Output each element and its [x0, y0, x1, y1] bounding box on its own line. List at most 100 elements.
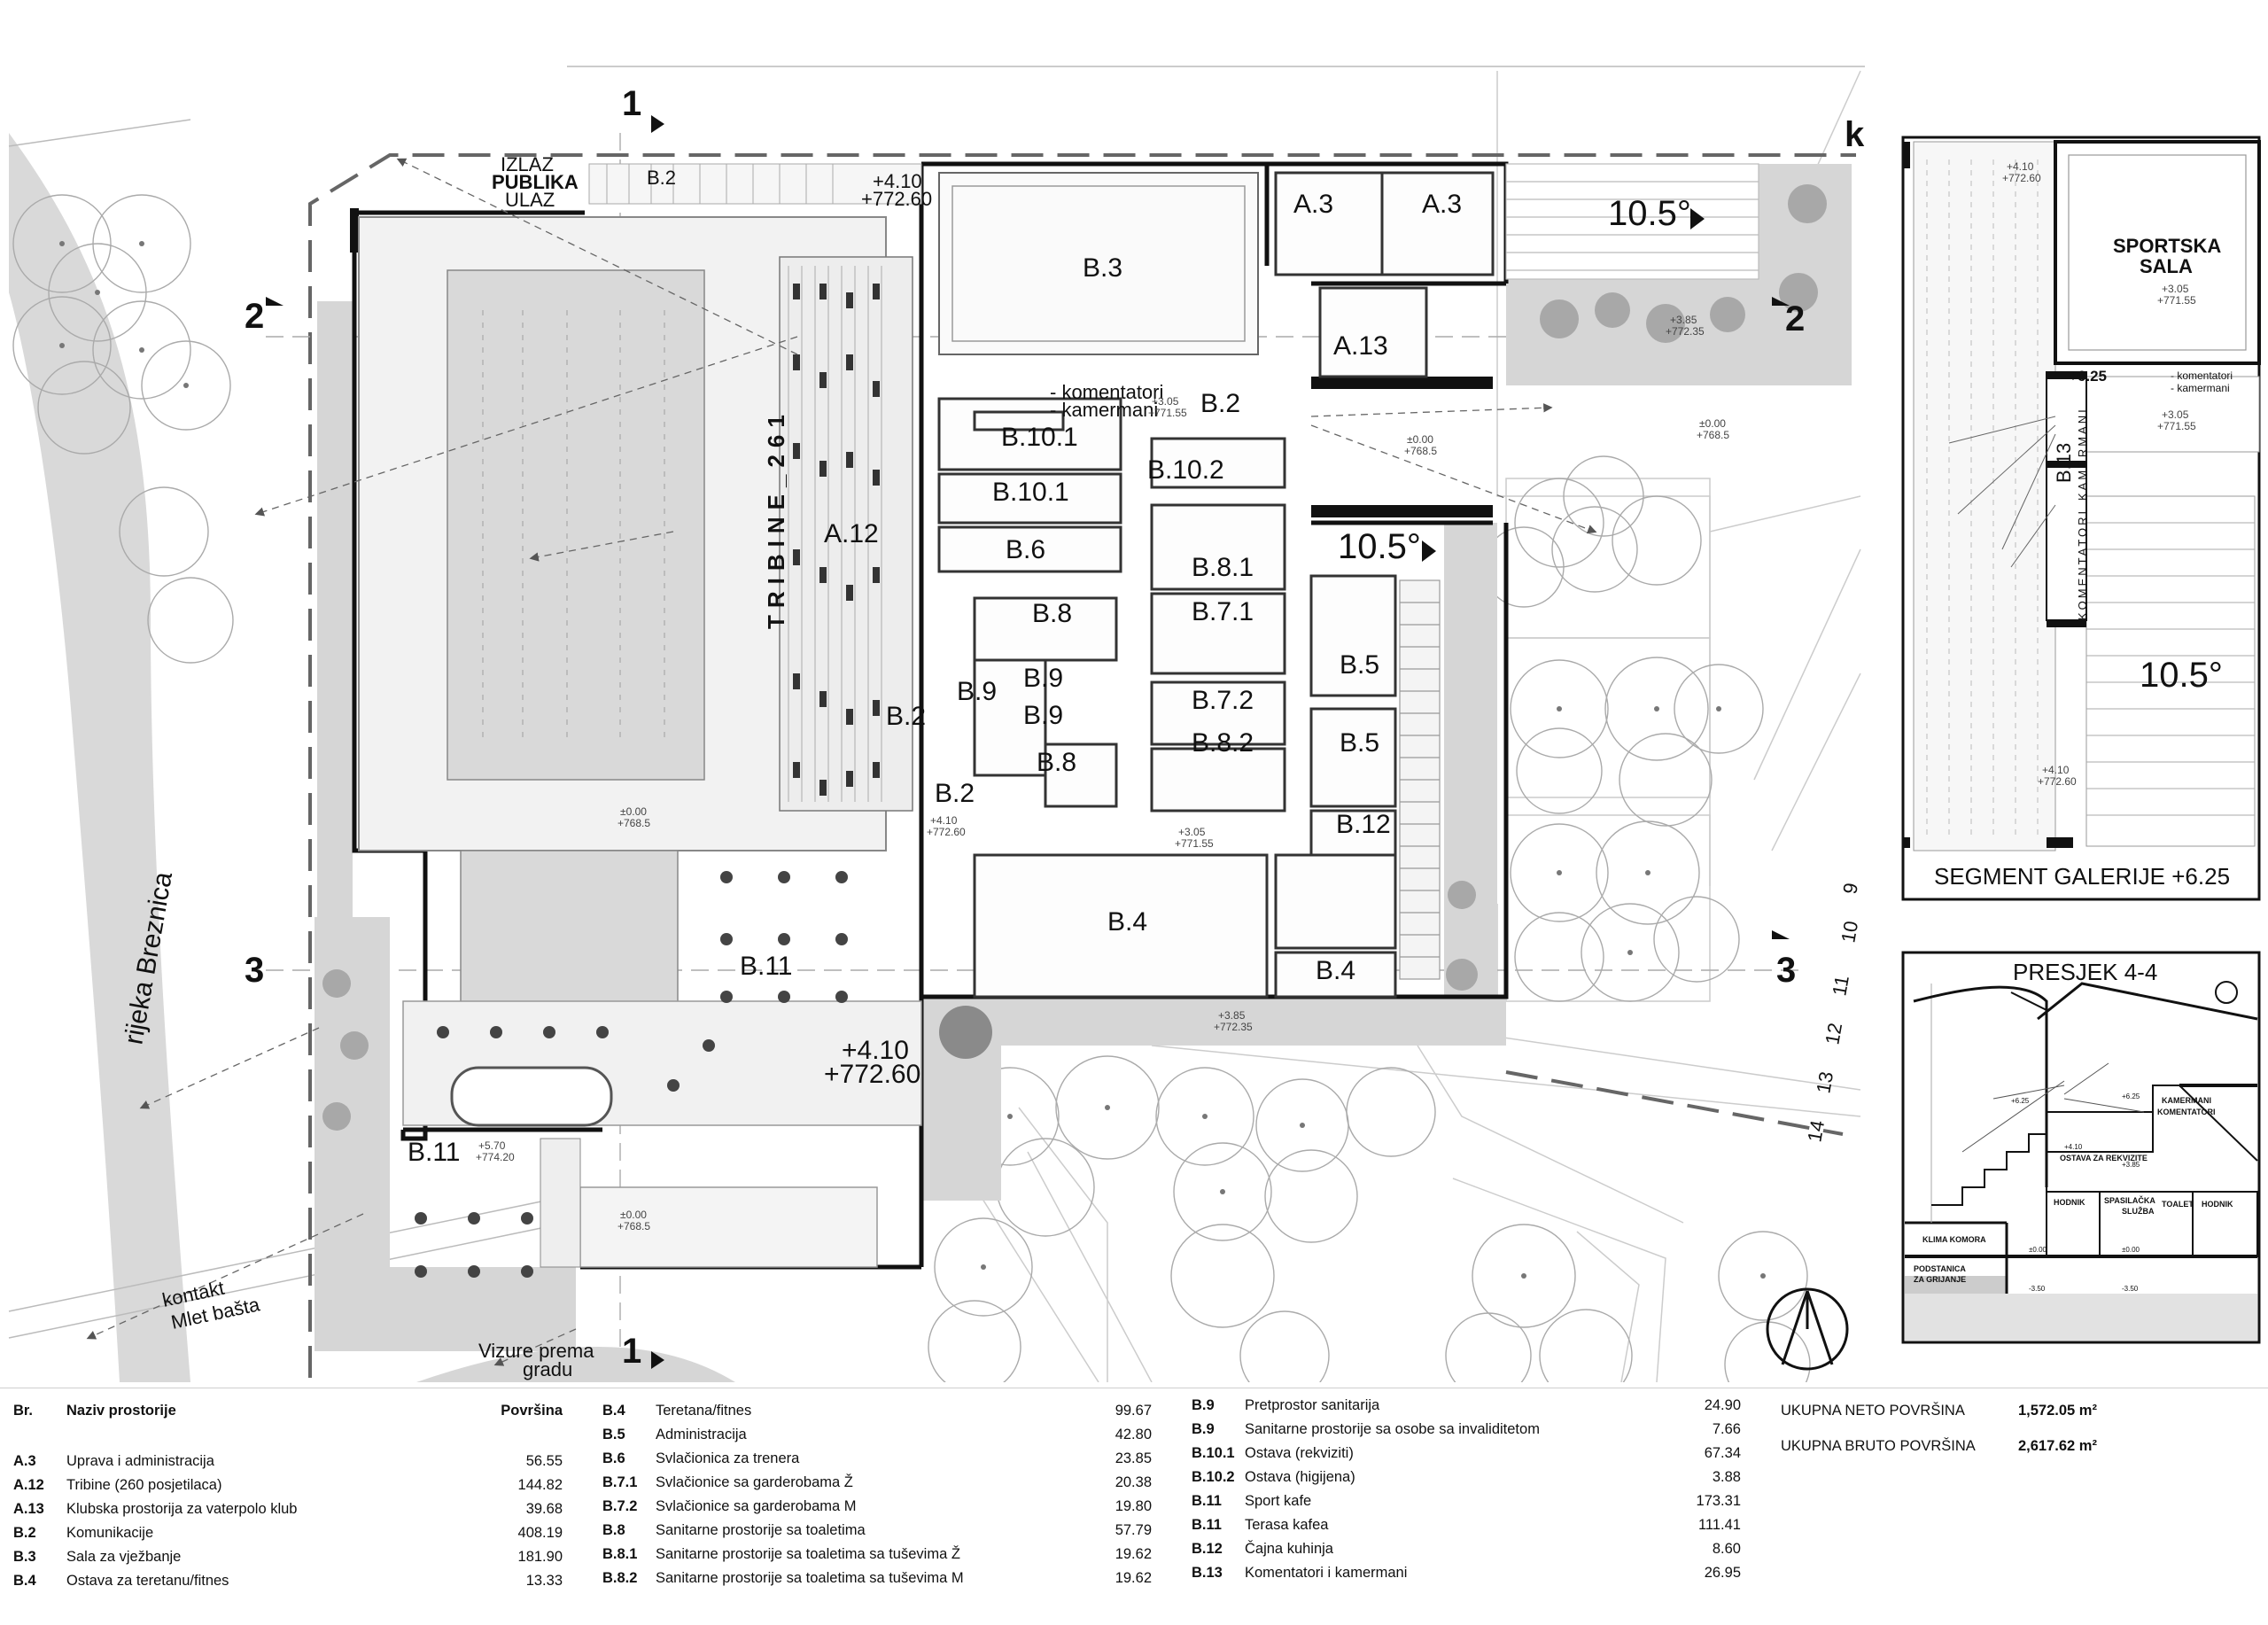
room-b8-top: B.8: [1032, 599, 1072, 628]
plan-text: 1 1 2 2 3 3 k IZLAZ PUBLIKA ULAZ 10.5° 1…: [119, 84, 1865, 1380]
gallery-lv-b1: +3.05: [2162, 283, 2189, 295]
room-b11-low: B.11: [408, 1138, 461, 1167]
level-10b: +772.60: [824, 1060, 920, 1089]
level-9a: +3.85: [1218, 1009, 1246, 1022]
north-arrow-icon: [1766, 1287, 1849, 1371]
section-3-left: 3: [245, 951, 264, 990]
header-area: Površina: [501, 1403, 563, 1419]
room-b6: B.6: [1006, 535, 1045, 564]
section-room-grijanje: ZA GRIJANJE: [1914, 1275, 1966, 1284]
level-7b: +772.60: [927, 826, 966, 838]
tribune-label: TRIBINE_261: [763, 408, 789, 629]
gross-area-row: UKUPNA BRUTO POVRŠINA 2,617.62 m²: [1781, 1438, 2241, 1459]
room-a3-b: A.3: [1422, 190, 1462, 219]
level-10a: +4.10: [842, 1036, 909, 1065]
section-inset: PRESJEK 4-4 KAMERMANI KOMENTATORI OSTAVA…: [1901, 951, 2261, 1344]
grid-11: 11: [1828, 974, 1853, 998]
level-6b: +768.5: [617, 817, 650, 829]
level-6a: ±0.00: [620, 805, 647, 818]
section-level-f: ±0.00: [2122, 1246, 2140, 1254]
level-5a: ±0.00: [1699, 417, 1726, 430]
section-room-spasilacka: SPASILAČKA: [2104, 1195, 2155, 1205]
level-11a: +5.70: [478, 1139, 506, 1152]
grid-14: 14: [1803, 1118, 1829, 1143]
stair-block: [540, 1138, 581, 1268]
section-room-komentatori: KOMENTATORI: [2157, 1108, 2216, 1116]
ramp-lines: [1399, 579, 1441, 980]
river-shape: [9, 133, 190, 1382]
trees: [12, 194, 1811, 1382]
gallery-lv-d2: +772.60: [2038, 775, 2077, 788]
section-room-hodnik-b: HODNIK: [2202, 1200, 2233, 1209]
section-level-c: +4.10: [2064, 1143, 2083, 1151]
section-level-e: ±0.00: [2029, 1246, 2047, 1254]
grid-10: 10: [1837, 919, 1862, 944]
room-b9-b: B.9: [957, 677, 997, 706]
level-3a: +3.85: [1670, 314, 1697, 326]
section-level-b: +6.25: [2011, 1097, 2030, 1105]
site-boundary: [308, 153, 1856, 1378]
marker-k: k: [1845, 115, 1865, 154]
room-a3-a: A.3: [1293, 190, 1333, 219]
gallery-b13: B.13: [2053, 443, 2075, 483]
kamermani-small: - kamermani: [1050, 399, 1158, 421]
gallery-level: +6.25: [2069, 368, 2107, 385]
room-b8-bot: B.8: [1037, 748, 1076, 777]
gross-area-label: UKUPNA BRUTO POVRŠINA: [1781, 1438, 1976, 1454]
room-b7-2: B.7.2: [1192, 686, 1254, 715]
vista-label-1: Vizure prema: [478, 1340, 594, 1362]
grid-12: 12: [1821, 1021, 1846, 1046]
gallery-lv-c1: +3.05: [2162, 408, 2189, 421]
gallery-lv-a2: +772.60: [2002, 172, 2041, 184]
section-level-d: +3.85: [2122, 1161, 2140, 1169]
grid-9: 9: [1838, 881, 1862, 895]
level-8a: +3.05: [1178, 826, 1206, 838]
room-b11-main: B.11: [740, 952, 793, 981]
pool: [447, 269, 705, 781]
gallery-kamermani-small: - kamermani: [2171, 382, 2230, 394]
section-room-hodnik-a: HODNIK: [2054, 1198, 2085, 1207]
room-b5-b: B.5: [1340, 728, 1379, 758]
room-b3: B.3: [1083, 253, 1122, 283]
room-b4-big: B.4: [1107, 907, 1147, 937]
heavy-walls: [350, 208, 1493, 517]
site-floor-plan: 1 1 2 2 3 3 k IZLAZ PUBLIKA ULAZ 10.5° 1…: [8, 66, 2261, 1382]
header-code: Br.: [13, 1403, 34, 1419]
level-11b: +774.20: [476, 1151, 515, 1163]
level-3b: +772.35: [1666, 325, 1705, 338]
level-9b: +772.35: [1214, 1021, 1253, 1033]
cafe-tables: [415, 871, 848, 1278]
room-b2-left: B.2: [886, 702, 926, 731]
entrance-label: ULAZ: [505, 189, 555, 211]
section-1-bottom: 1: [622, 1332, 641, 1371]
room-b5-a: B.5: [1340, 650, 1379, 680]
level-2b: +771.55: [1148, 407, 1187, 419]
section-3-right: 3: [1776, 951, 1796, 990]
gallery-title: SEGMENT GALERIJE +6.25: [1934, 863, 2230, 890]
section-level-h: -3.50: [2122, 1285, 2139, 1293]
gallery-lv-c2: +771.55: [2157, 420, 2196, 432]
section-level-a: +6.25: [2122, 1092, 2140, 1100]
level-12a: ±0.00: [620, 1209, 647, 1221]
public-label: PUBLIKA: [492, 171, 579, 193]
grid-13: 13: [1812, 1069, 1837, 1094]
room-b8-2: B.8.2: [1192, 728, 1254, 758]
room-b9-a: B.9: [1023, 664, 1063, 693]
level-1b: +772.60: [861, 188, 932, 210]
gallery-komentatori: KOMENTATORI: [2076, 509, 2089, 620]
